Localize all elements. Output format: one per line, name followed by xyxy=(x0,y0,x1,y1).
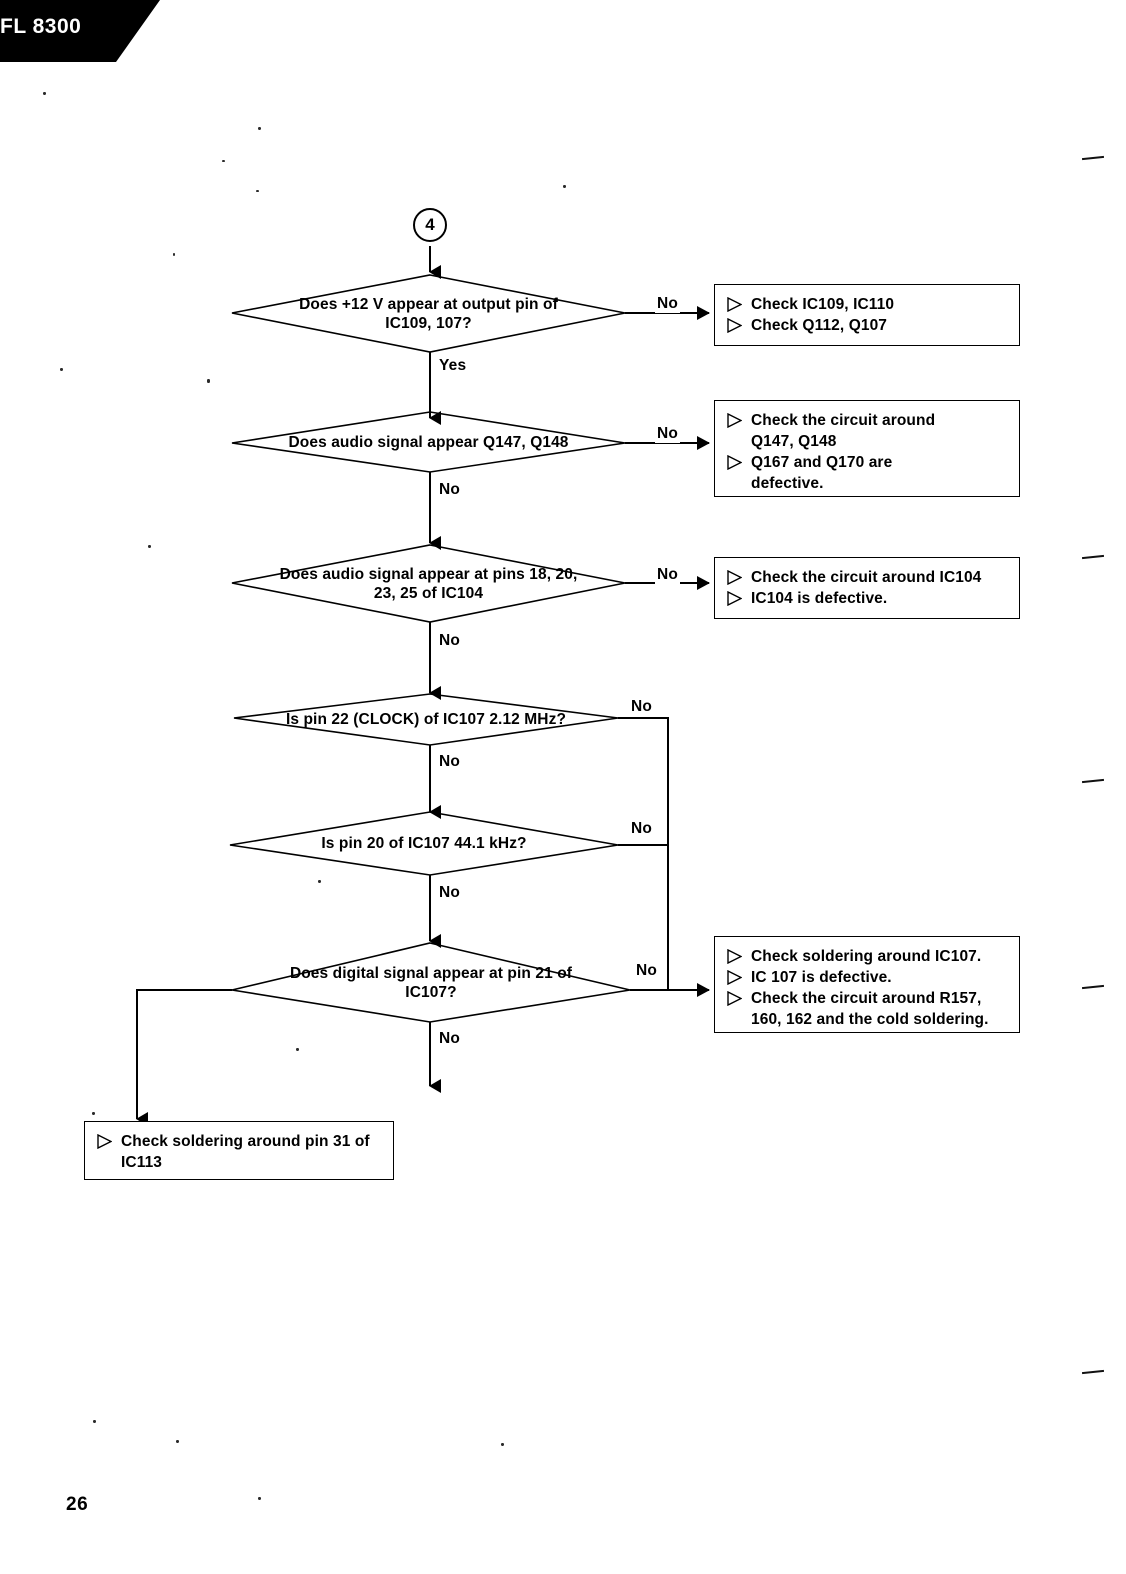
decision-node-d6: Does digital signal appear at pin 21 of … xyxy=(232,943,630,1022)
action-text: Check the circuit around xyxy=(751,412,936,429)
connector-node-4: 4 xyxy=(413,208,447,242)
action-text: Check soldering around pin 31 of xyxy=(121,1133,370,1150)
triangle-bullet-icon xyxy=(727,570,742,585)
decision-node-d3: Does audio signal appear at pins 18, 20,… xyxy=(232,545,625,622)
action-box-a5: Check soldering around pin 31 of IC113 xyxy=(84,1121,394,1180)
branch-label-d4-down-no: No xyxy=(437,753,463,771)
triangle-bullet-icon xyxy=(727,413,742,428)
decision-label-d1: Does +12 V appear at output pin of IC109… xyxy=(299,295,558,332)
connector-node-label: 4 xyxy=(425,215,435,234)
action-text: Check soldering around IC107. xyxy=(751,948,982,965)
decision-node-d5: Is pin 20 of IC107 44.1 kHz? xyxy=(230,812,618,875)
branch-label-d2-no: No xyxy=(655,425,681,443)
triangle-bullet-icon xyxy=(97,1134,112,1149)
decision-shape-d4 xyxy=(233,693,619,746)
decision-node-d4: Is pin 22 (CLOCK) of IC107 2.12 MHz? xyxy=(234,694,618,745)
decision-label-d2: Does audio signal appear Q147, Q148 xyxy=(288,433,569,451)
action-text: Q167 and Q170 are xyxy=(751,454,893,471)
decision-shape-d2 xyxy=(231,411,626,473)
scan-speck xyxy=(258,1497,261,1500)
action-text: Check the circuit around IC104 xyxy=(751,569,982,586)
decision-label-d5: Is pin 20 of IC107 44.1 kHz? xyxy=(321,835,527,852)
page-number: 26 xyxy=(66,1494,89,1515)
edge-d6-left-to-a5 xyxy=(136,989,232,1126)
action-item: IC 107 is defective. xyxy=(727,967,1009,988)
branch-label-d3-down-no: No xyxy=(437,632,463,650)
action-item: Check soldering around IC107. xyxy=(727,946,1009,967)
action-text: 160, 162 and the cold soldering. xyxy=(751,1011,989,1028)
scan-speck xyxy=(207,379,210,383)
decision-label-d3: Does audio signal appear at pins 18, 20,… xyxy=(279,565,578,602)
action-text: IC104 is defective. xyxy=(751,590,888,607)
action-box-a4: Check soldering around IC107. IC 107 is … xyxy=(714,936,1020,1033)
action-text: IC 107 is defective. xyxy=(751,969,892,986)
decision-label-d4: Is pin 22 (CLOCK) of IC107 2.12 MHz? xyxy=(285,711,567,728)
branch-label-d2-down-no: No xyxy=(437,481,463,499)
scan-speck xyxy=(173,253,175,256)
scan-speck xyxy=(563,185,566,188)
branch-label-d5-no: No xyxy=(629,820,655,838)
action-item: Check Q112, Q107 xyxy=(727,315,1009,336)
action-text: Q147, Q148 xyxy=(751,433,837,450)
action-text: Check the circuit around R157, xyxy=(751,990,982,1007)
decision-shape-d5 xyxy=(229,811,619,876)
branch-label-d6-no: No xyxy=(634,962,660,980)
branch-label-d3-no: No xyxy=(655,566,681,584)
action-item: Check the circuit around xyxy=(727,410,1009,431)
decision-shape-d6 xyxy=(231,942,631,1023)
action-box-a2: Check the circuit around Q147, Q148 Q167… xyxy=(714,400,1020,497)
scan-speck xyxy=(256,190,259,192)
action-item: Q167 and Q170 are xyxy=(727,452,1009,473)
branch-label-d5-down-no: No xyxy=(437,884,463,902)
action-text: IC113 xyxy=(121,1154,163,1171)
scan-speck xyxy=(176,1440,179,1443)
scan-speck xyxy=(148,545,151,548)
branch-label-d4-no: No xyxy=(629,698,655,716)
decision-shape-d3 xyxy=(231,544,626,623)
branch-label-d1-yes: Yes xyxy=(437,357,469,375)
action-box-a3: Check the circuit around IC104 IC104 is … xyxy=(714,557,1020,619)
triangle-bullet-icon xyxy=(727,318,742,333)
action-item: Check the circuit around R157, xyxy=(727,988,1009,1009)
branch-label-d6-down-no: No xyxy=(437,1030,463,1048)
scan-speck xyxy=(501,1443,504,1446)
branch-label-d1-no: No xyxy=(655,295,681,313)
model-title: FL 8300 xyxy=(0,15,82,38)
scan-speck xyxy=(43,92,46,95)
action-item: Check IC109, IC110 xyxy=(727,294,1009,315)
action-item: IC113 xyxy=(97,1152,383,1173)
edge-d4-no-to-bus xyxy=(618,717,669,990)
scan-speck xyxy=(92,1112,95,1115)
triangle-bullet-icon xyxy=(727,970,742,985)
action-text: defective. xyxy=(751,475,824,492)
triangle-bullet-icon xyxy=(727,297,742,312)
triangle-bullet-icon xyxy=(727,455,742,470)
scan-speck xyxy=(296,1048,299,1051)
action-text: Check Q112, Q107 xyxy=(751,317,888,334)
scan-speck xyxy=(258,127,261,130)
decision-shape-d1 xyxy=(231,274,626,353)
scan-speck xyxy=(60,368,63,371)
action-item: Check the circuit around IC104 xyxy=(727,567,1009,588)
decision-node-d2: Does audio signal appear Q147, Q148 xyxy=(232,412,625,472)
decision-node-d1: Does +12 V appear at output pin of IC109… xyxy=(232,275,625,352)
decision-label-d6: Does digital signal appear at pin 21 of … xyxy=(289,964,573,1001)
action-item: defective. xyxy=(727,473,1009,494)
scan-speck xyxy=(93,1420,96,1423)
triangle-bullet-icon xyxy=(727,991,742,1006)
action-item: 160, 162 and the cold soldering. xyxy=(727,1009,1009,1030)
action-item: IC104 is defective. xyxy=(727,588,1009,609)
action-box-a1: Check IC109, IC110 Check Q112, Q107 xyxy=(714,284,1020,346)
scan-speck xyxy=(222,160,225,162)
scan-speck xyxy=(318,880,321,883)
triangle-bullet-icon xyxy=(727,949,742,964)
action-item: Check soldering around pin 31 of xyxy=(97,1131,383,1152)
action-text: Check IC109, IC110 xyxy=(751,296,895,313)
action-item: Q147, Q148 xyxy=(727,431,1009,452)
triangle-bullet-icon xyxy=(727,591,742,606)
